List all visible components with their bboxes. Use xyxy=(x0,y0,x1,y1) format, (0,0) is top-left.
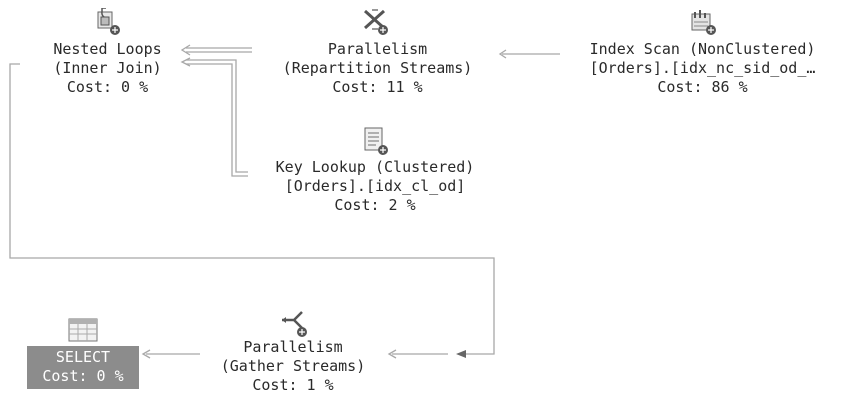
nested-loops-cost: Cost: 0 % xyxy=(66,78,149,96)
index-scan-icon xyxy=(690,8,718,40)
connector-arrowhead-nestedloops-top xyxy=(180,44,191,56)
connector-keylookup-to-nestedloops-b xyxy=(186,63,248,177)
parallelism-gather-icon xyxy=(280,308,310,342)
connector-arrowhead-select xyxy=(141,349,151,359)
key-lookup-cost: Cost: 2 % xyxy=(334,196,416,214)
parallelism-repartition-detail: (Repartition Streams) xyxy=(282,59,473,77)
connector-arrowhead-repartition xyxy=(498,49,507,59)
index-scan-detail: [Orders].[idx_nc_sid_od_… xyxy=(589,59,816,77)
parallelism-gather-operator[interactable]: Parallelism (Gather Streams) Cost: 1 % xyxy=(198,338,388,395)
nested-loops-name: Nested Loops xyxy=(53,40,162,58)
connector-arrowhead-nestedloops-bottom xyxy=(180,57,191,67)
parallelism-gather-detail: (Gather Streams) xyxy=(220,357,366,375)
parallelism-repartition-operator[interactable]: Parallelism (Repartition Streams) Cost: … xyxy=(255,40,500,97)
select-name: SELECT xyxy=(55,348,111,366)
parallelism-repartition-name: Parallelism xyxy=(327,40,428,58)
key-lookup-operator[interactable]: Key Lookup (Clustered) [Orders].[idx_cl_… xyxy=(250,158,500,215)
connector-arrowhead-gather xyxy=(456,350,466,358)
index-scan-cost: Cost: 86 % xyxy=(657,78,748,96)
select-operator[interactable]: SELECT Cost: 0 % xyxy=(27,346,139,389)
key-lookup-name: Key Lookup (Clustered) xyxy=(275,158,475,176)
select-icon xyxy=(68,318,98,346)
index-scan-name: Index Scan (NonClustered) xyxy=(589,40,816,58)
key-lookup-detail: [Orders].[idx_cl_od] xyxy=(284,177,466,195)
nested-loops-icon xyxy=(95,7,121,40)
connector-arrowhead-gather-stub xyxy=(387,349,397,359)
nested-loops-operator[interactable]: Nested Loops (Inner Join) Cost: 0 % xyxy=(35,40,180,97)
key-lookup-icon xyxy=(362,126,390,160)
connector-keylookup-to-nestedloops-a xyxy=(186,59,248,173)
parallelism-gather-name: Parallelism xyxy=(243,338,343,356)
parallelism-repartition-icon xyxy=(362,8,390,40)
parallelism-repartition-cost: Cost: 11 % xyxy=(332,78,423,96)
nested-loops-detail: (Inner Join) xyxy=(53,59,162,77)
select-cost: Cost: 0 % xyxy=(42,367,124,385)
connector-nestedloops-to-gather xyxy=(9,63,495,355)
parallelism-gather-cost: Cost: 1 % xyxy=(252,376,334,394)
index-scan-operator[interactable]: Index Scan (NonClustered) [Orders].[idx_… xyxy=(560,40,845,97)
